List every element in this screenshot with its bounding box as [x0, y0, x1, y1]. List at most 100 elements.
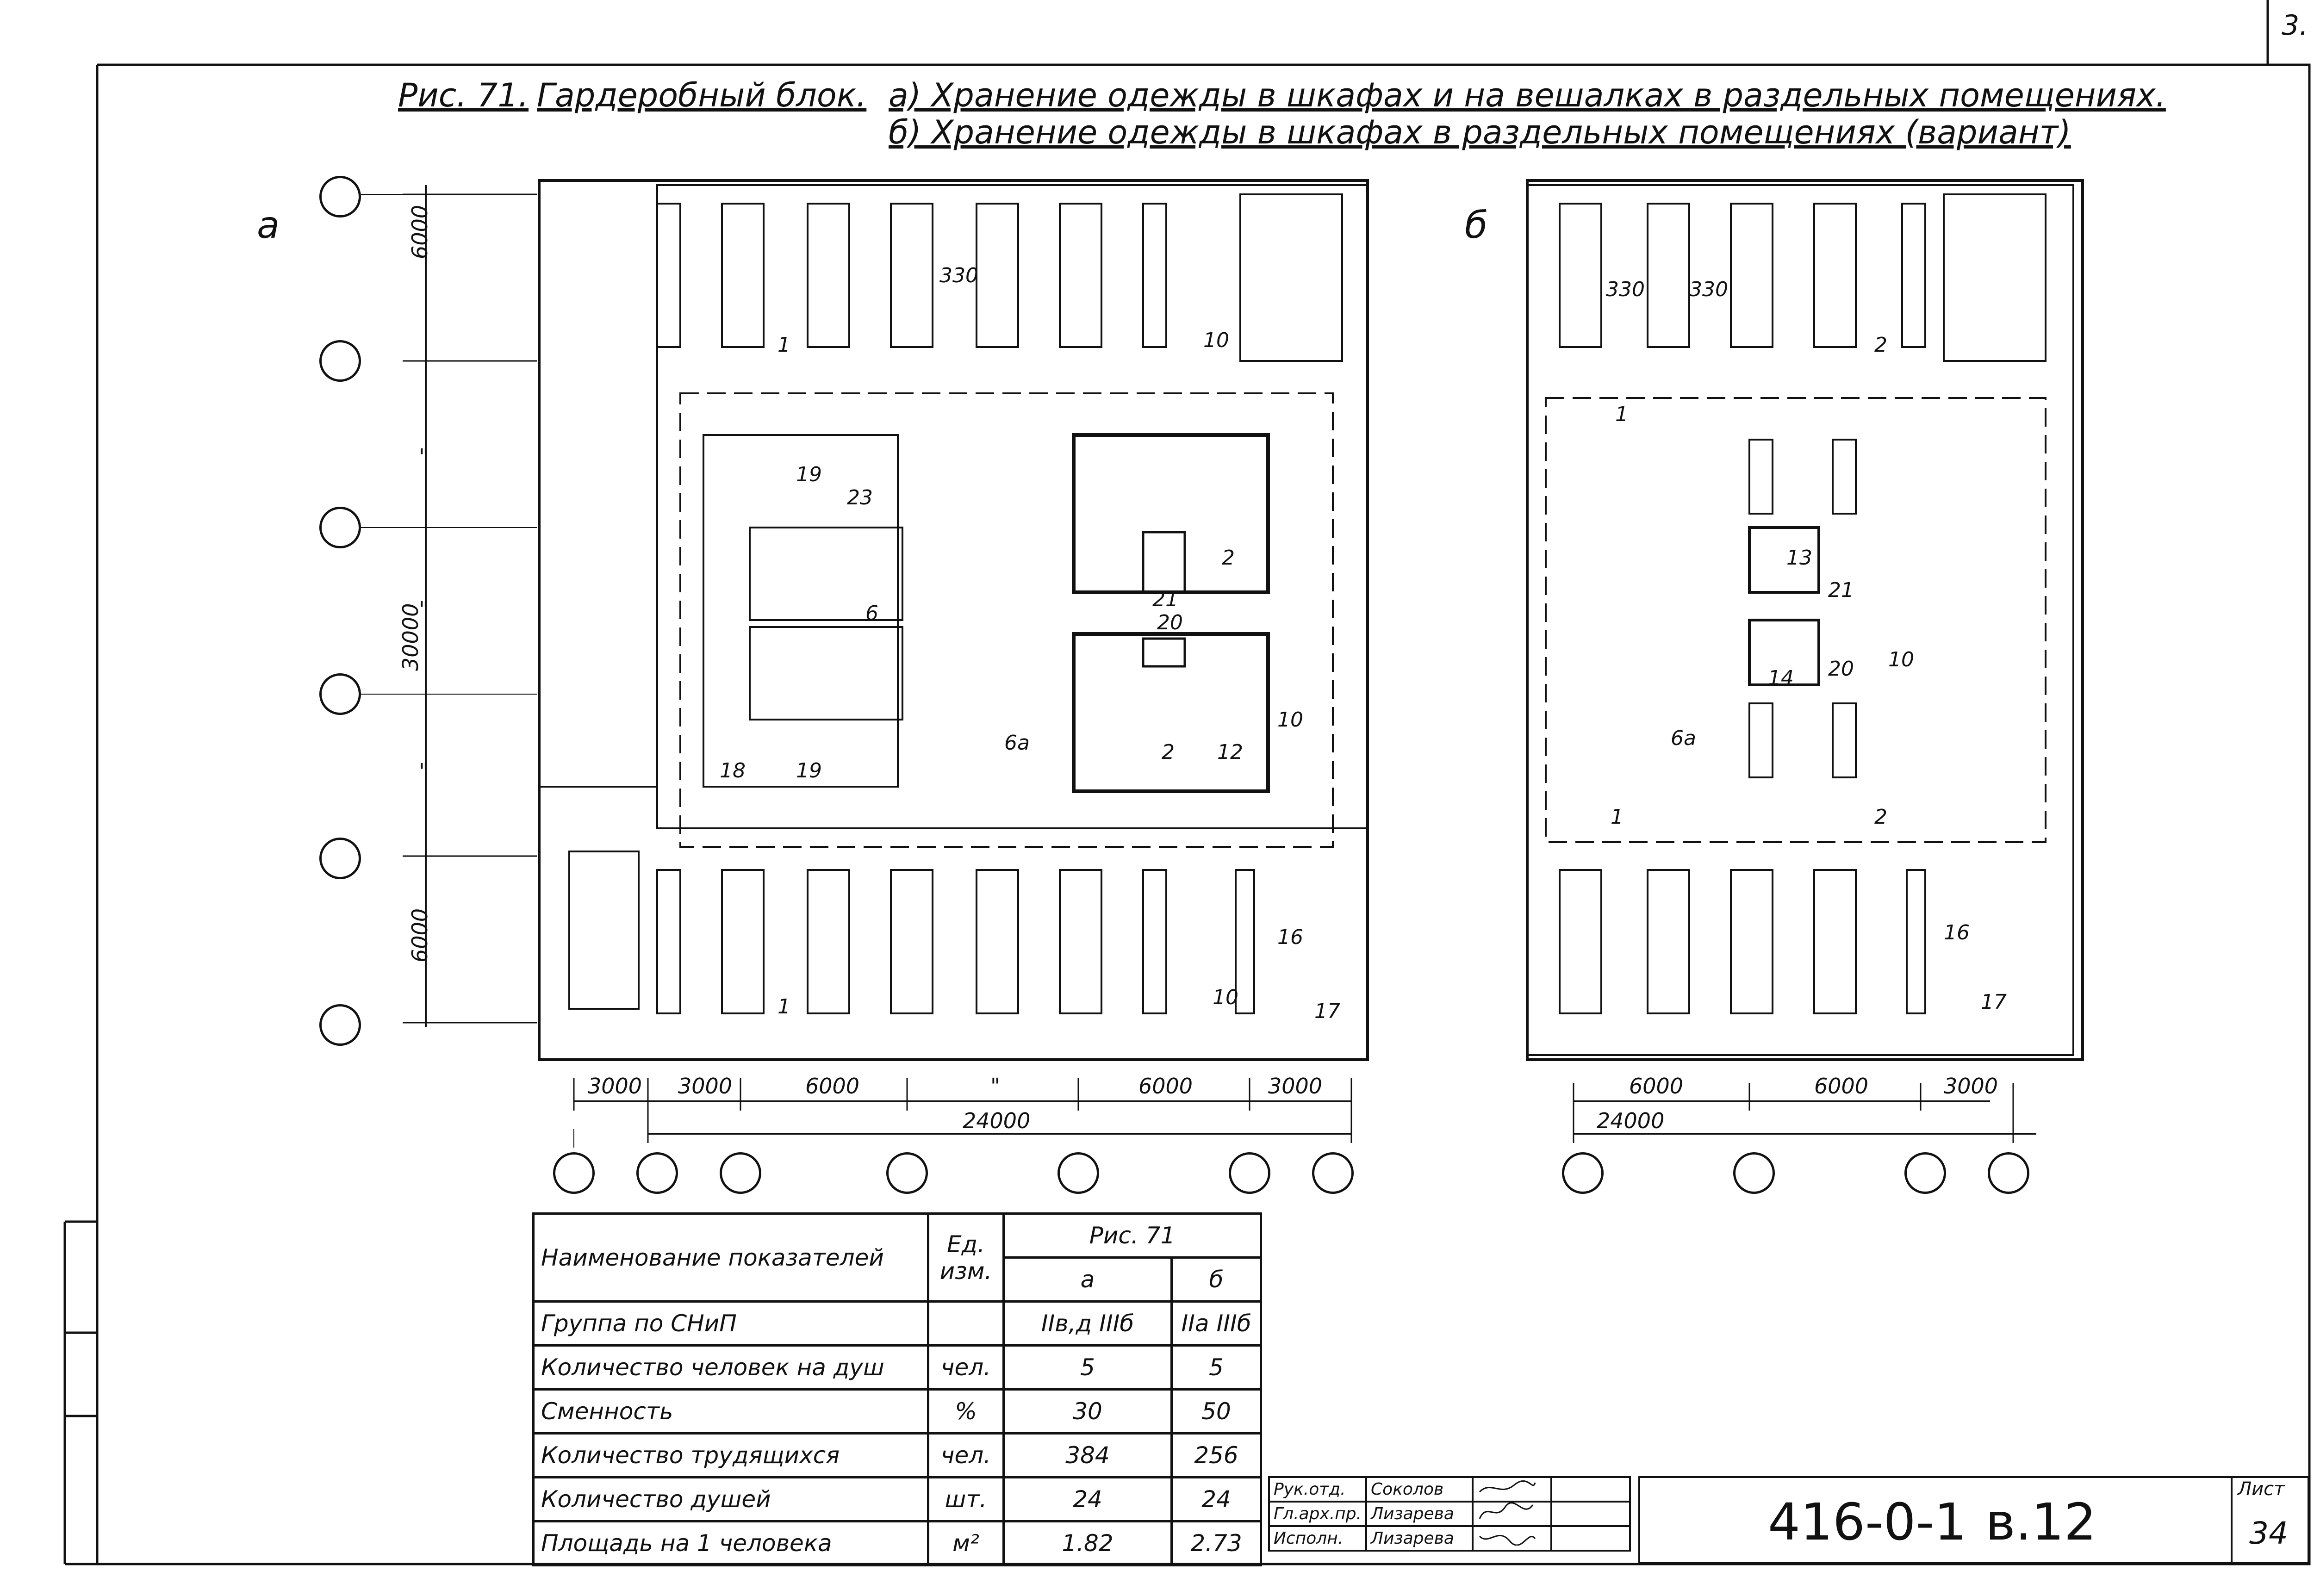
- grid-axis-marker: [636, 1152, 678, 1194]
- room-label: 21: [1828, 578, 1854, 602]
- room-label: 330: [1606, 278, 1645, 301]
- corner-page-mark: 3.: [2282, 9, 2308, 42]
- grid-axis-marker: [553, 1152, 595, 1194]
- header-col-a: а: [1002, 1256, 1173, 1303]
- cell-b: 5: [1170, 1344, 1262, 1391]
- cell-b: 50: [1170, 1388, 1262, 1435]
- room-label: 6: [865, 602, 878, 625]
- dim-horizontal: 6000: [805, 1074, 860, 1099]
- room-label: 6а: [1671, 727, 1696, 750]
- room-label: 16: [1944, 921, 1970, 944]
- handwritten-signature: [1479, 1502, 1534, 1519]
- plan-b-letter: б: [1465, 204, 1488, 247]
- handwritten-signature: [1479, 1480, 1536, 1493]
- sheet-box: [2231, 1476, 2309, 1564]
- grid-axis-marker: [1733, 1152, 1775, 1194]
- room-label: 14: [1768, 666, 1794, 690]
- room-label: 19: [796, 463, 822, 486]
- table-row: Количество трудящихся чел. 384 256: [532, 1432, 1262, 1478]
- room-label: 2: [1222, 546, 1235, 570]
- sheet-label: Лист: [2238, 1478, 2285, 1500]
- cell-name: Площадь на 1 человека: [532, 1520, 929, 1566]
- drawing-code: 416-0-1: [1768, 1492, 1967, 1552]
- cell-unit: чел.: [927, 1344, 1005, 1391]
- room-label: 1: [1615, 403, 1628, 426]
- room-label: 330: [939, 264, 978, 287]
- dim-vertical: 6000: [407, 908, 432, 963]
- cell-unit: %: [927, 1388, 1005, 1435]
- grid-axis-marker: [319, 838, 361, 879]
- signature-row: Рук.отд. Соколов: [1268, 1476, 1631, 1503]
- signature-role: Гл.арх.пр.: [1268, 1501, 1368, 1527]
- room-label: 16: [1277, 925, 1303, 949]
- table-row: Количество душей шт. 24 24: [532, 1476, 1262, 1522]
- code-box: [1638, 1476, 2231, 1564]
- room-label: 10: [1277, 708, 1303, 732]
- signature-row: Исполн. Лизарева: [1268, 1525, 1631, 1552]
- dim-horizontal: 6000: [1629, 1074, 1684, 1099]
- room-label: 10: [1888, 648, 1914, 671]
- grid-axis-marker: [319, 507, 361, 548]
- cell-name: Группа по СНиП: [532, 1300, 929, 1347]
- grid-axis-marker: [1988, 1152, 2029, 1194]
- dim-total-width: 24000: [963, 1108, 1031, 1133]
- room-label: 20: [1157, 611, 1183, 634]
- room-label: 2: [1874, 333, 1887, 357]
- signature-name: Лизарева: [1365, 1525, 1474, 1552]
- header-fig: Рис. 71: [1002, 1212, 1262, 1259]
- signature-mark: [1472, 1501, 1553, 1527]
- grid-axis-marker: [1312, 1152, 1354, 1194]
- caption-b: б) Хранение одежды в шкафах в раздельных…: [889, 113, 2071, 151]
- caption-a: а) Хранение одежды в шкафах и на вешалка…: [889, 76, 2166, 114]
- figure-title: Гардеробный блок.: [537, 76, 867, 114]
- room-label: 2: [1874, 805, 1887, 829]
- signature-name: Соколов: [1365, 1476, 1474, 1503]
- plan-a-letter: а: [257, 204, 280, 247]
- table-row: Площадь на 1 человека м² 1.82 2.73: [532, 1520, 1262, 1566]
- room-label: 330: [1689, 278, 1728, 301]
- header-col-b: б: [1170, 1256, 1262, 1303]
- cell-unit: м²: [927, 1520, 1005, 1566]
- cell-a: 30: [1002, 1388, 1173, 1435]
- room-label: 12: [1217, 740, 1243, 764]
- room-label: 20: [1828, 657, 1854, 681]
- room-label: 21: [1152, 588, 1178, 611]
- signature-name: Лизарева: [1365, 1501, 1474, 1527]
- table-row: Группа по СНиП IIв,д IIIб IIа IIIб: [532, 1300, 1262, 1347]
- dim-vertical: 6000: [407, 205, 432, 259]
- dim-horizontal: 3000: [1268, 1074, 1323, 1099]
- room-label: 2: [1162, 740, 1175, 764]
- cell-a: 384: [1002, 1432, 1173, 1478]
- room-label: 23: [847, 486, 873, 509]
- handwritten-signature: [1479, 1534, 1536, 1546]
- cell-name: Количество трудящихся: [532, 1432, 929, 1478]
- header-name: Наименование показателей: [532, 1212, 929, 1303]
- room-label: 19: [796, 759, 822, 782]
- cell-b: IIа IIIб: [1170, 1300, 1262, 1347]
- blank-cell: [1550, 1525, 1631, 1552]
- cell-unit: чел.: [927, 1432, 1005, 1478]
- dim-total-width: 24000: [1597, 1108, 1665, 1133]
- cell-a: 24: [1002, 1476, 1173, 1522]
- signature-mark: [1472, 1525, 1553, 1552]
- blank-cell: [1550, 1501, 1631, 1527]
- signature-role: Рук.отд.: [1268, 1476, 1368, 1503]
- grid-axis-marker: [319, 1004, 361, 1046]
- dim-horizontal: ": [990, 1074, 1001, 1099]
- cell-b: 24: [1170, 1476, 1262, 1522]
- dim-horizontal: 3000: [678, 1074, 733, 1099]
- signature-role: Исполн.: [1268, 1525, 1368, 1552]
- dim-vertical: ": [419, 759, 429, 784]
- header-unit: Ед. изм.: [927, 1212, 1005, 1303]
- signature-row: Гл.арх.пр. Лизарева: [1268, 1501, 1631, 1527]
- room-label: 10: [1203, 329, 1229, 352]
- table-row: Количество человек на душ чел. 5 5: [532, 1344, 1262, 1391]
- grid-axis-marker: [720, 1152, 761, 1194]
- grid-axis-marker: [886, 1152, 928, 1194]
- dim-horizontal: 6000: [1814, 1074, 1869, 1099]
- grid-axis-marker: [1057, 1152, 1099, 1194]
- room-label: 10: [1213, 986, 1238, 1009]
- cell-name: Количество душей: [532, 1476, 929, 1522]
- cell-b: 2.73: [1170, 1520, 1262, 1566]
